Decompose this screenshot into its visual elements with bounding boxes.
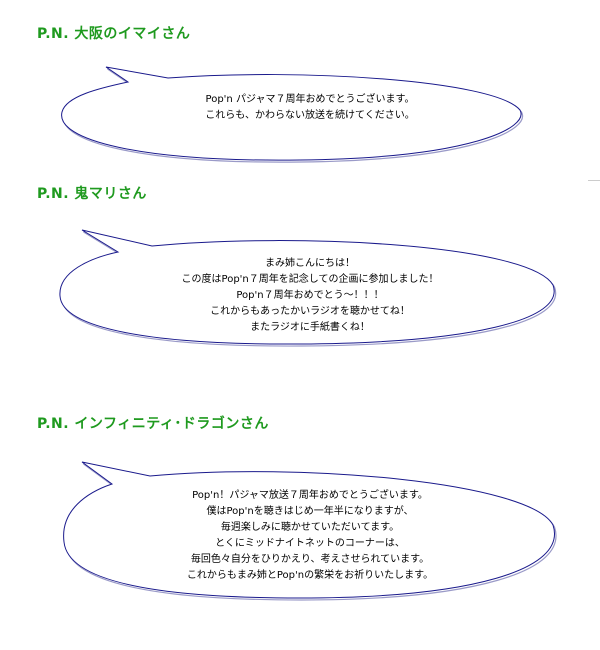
edge-divider xyxy=(588,180,600,181)
message-3: Pop'n！パジャマ放送７周年おめでとうございます。 僕はPop'nを聴きはじめ… xyxy=(140,488,480,584)
message-3-line: 僕はPop'nを聴きはじめ一年半になりますが、 xyxy=(206,506,414,517)
message-2: まみ姉こんにちは！ この度はPop'n７周年を記念しての企画に参加しました！ P… xyxy=(150,256,470,336)
message-3-line: とくにミッドナイトネットのコーナーは、 xyxy=(215,538,405,549)
message-3-line: これからもまみ姉とPop'nの繁栄をお祈りいたします。 xyxy=(186,570,434,581)
message-3-line: Pop'n！パジャマ放送７周年おめでとうございます。 xyxy=(192,490,428,501)
poster-name-2: P.N. 鬼マリさん xyxy=(37,186,147,202)
message-1-line: これらも、かわらない放送を続けてください。 xyxy=(205,110,415,121)
message-1: Pop'n パジャマ７周年おめでとうございます。 これらも、かわらない放送を続け… xyxy=(160,92,460,124)
message-2-line: まみ姉こんにちは！ xyxy=(265,258,355,269)
message-2-line: この度はPop'n７周年を記念しての企画に参加しました！ xyxy=(181,274,439,285)
message-3-line: 毎週楽しみに聴かせていただいてます。 xyxy=(220,522,400,533)
message-3-line: 毎回色々自分をひりかえり、考えさせられています。 xyxy=(190,554,430,565)
message-1-line: Pop'n パジャマ７周年おめでとうございます。 xyxy=(205,94,415,105)
poster-name-1: P.N. 大阪のイマイさん xyxy=(37,26,191,42)
poster-name-3: P.N. インフィニティ･ドラゴンさん xyxy=(37,416,269,432)
message-2-line: Pop'n７周年おめでとう～！！！ xyxy=(236,290,384,301)
message-2-line: またラジオに手紙書くね！ xyxy=(250,322,370,333)
message-2-line: これからもあったかいラジオを聴かせてね！ xyxy=(210,306,410,317)
